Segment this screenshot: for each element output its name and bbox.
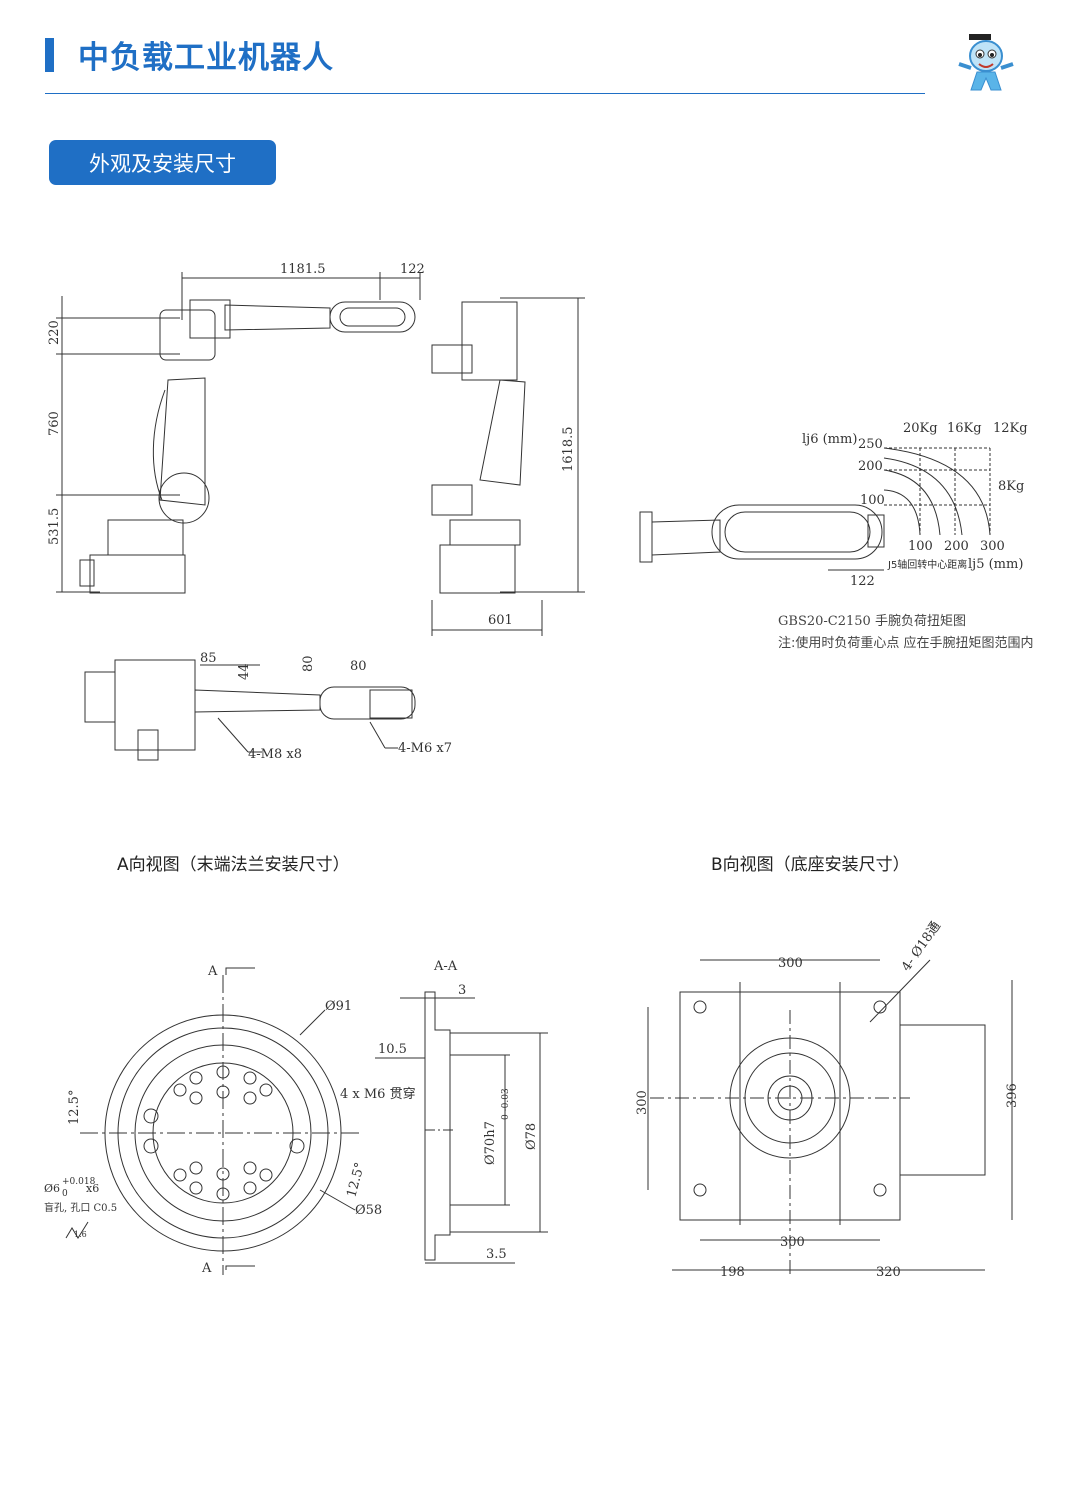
torque-y200: 200 xyxy=(858,459,883,474)
torque-note: 注:使用时负荷重心点 应在手腕扭矩图范围内 xyxy=(778,635,1034,651)
viewb-198: 198 xyxy=(720,1265,745,1280)
torque-x300: 300 xyxy=(980,539,1005,554)
torque-xlabel-cn: J5轴回转中心距离 xyxy=(887,558,967,571)
mascot-logo-icon xyxy=(958,34,1014,91)
header-accent-bar xyxy=(45,38,54,72)
viewa-m6: 4 x M6 贯穿 xyxy=(340,1086,416,1102)
viewa-rough: 1.6 xyxy=(74,1230,87,1239)
torque-8kg: 8Kg xyxy=(998,479,1024,494)
page-title: 中负载工业机器人 xyxy=(78,40,334,76)
viewa-pin: Ø6 xyxy=(44,1182,60,1195)
dim-top-44: 44 xyxy=(237,663,252,680)
dim-wrist: 122 xyxy=(400,262,425,277)
dim-531: 531.5 xyxy=(47,508,62,545)
view-b-base: 300 300 300 396 198 320 4- Ø18通 xyxy=(635,919,1020,1280)
viewa-d58: Ø58 xyxy=(355,1203,382,1218)
robot-side-view: 1181.5 122 220 760 531.5 xyxy=(47,262,425,594)
viewb-right396: 396 xyxy=(1005,1083,1020,1108)
viewa-section: A-A xyxy=(433,959,458,974)
torque-caption: GBS20-C2150 手腕负荷扭矩图 xyxy=(778,613,966,629)
torque-y250: 250 xyxy=(858,437,883,452)
viewa-d3: 3 xyxy=(458,983,466,998)
robot-top-view: 85 44 80 80 4-M8 x8 4-M6 x7 xyxy=(84,651,452,762)
torque-x100: 100 xyxy=(908,539,933,554)
view-a-caption: A向视图（末端法兰安装尺寸） xyxy=(117,855,350,875)
dim-height: 1618.5 xyxy=(561,427,576,473)
viewb-bot300: 300 xyxy=(780,1235,805,1250)
torque-ylabel: lj6 (mm) xyxy=(802,432,857,447)
view-a-flange: A A Ø91 4 x M6 贯穿 12.5° 12.5° Ø58 Ø6 +0.… xyxy=(44,959,548,1276)
viewb-holes: 4- Ø18通 xyxy=(899,919,944,974)
viewa-a-top: A xyxy=(207,964,218,979)
dim-top-85: 85 xyxy=(200,651,217,666)
torque-122: 122 xyxy=(850,574,875,589)
viewa-pin-tol: +0.018 xyxy=(62,1177,96,1187)
torque-y100: 100 xyxy=(860,493,885,508)
viewa-pin-qty: x6 xyxy=(86,1182,99,1195)
viewa-ang1: 12.5° xyxy=(67,1090,82,1125)
header-divider xyxy=(45,93,925,94)
dim-760: 760 xyxy=(47,411,62,436)
torque-12kg: 12Kg xyxy=(993,421,1028,436)
viewa-d3-5: 3.5 xyxy=(486,1247,507,1262)
viewa-a-bot: A xyxy=(201,1261,212,1276)
viewa-ang2: 12.5° xyxy=(344,1161,368,1199)
section-label: 外观及安装尺寸 xyxy=(49,140,276,185)
view-b-caption: B向视图（底座安装尺寸） xyxy=(711,855,910,875)
dim-top-80b: 80 xyxy=(350,659,367,674)
viewa-pin-tol0: 0 xyxy=(62,1189,68,1199)
viewa-d78: Ø78 xyxy=(524,1123,539,1150)
label-m6: 4-M6 x7 xyxy=(398,741,452,756)
viewa-d91: Ø91 xyxy=(325,999,352,1014)
dim-220: 220 xyxy=(47,320,62,345)
torque-20kg: 20Kg xyxy=(903,421,938,436)
viewa-d10-5: 10.5 xyxy=(378,1042,407,1057)
wrist-torque-chart: lj6 (mm) 250 200 100 20Kg 16Kg 12Kg 8Kg … xyxy=(639,421,1034,651)
viewb-320: 320 xyxy=(876,1265,901,1280)
torque-x200: 200 xyxy=(944,539,969,554)
robot-front-view: 1618.5 601 xyxy=(431,297,585,636)
viewa-d70: Ø70h7 xyxy=(483,1121,498,1165)
dim-reach: 1181.5 xyxy=(280,262,326,277)
dim-top-80a: 80 xyxy=(301,655,316,672)
viewa-pin-note: 盲孔, 孔口 C0.5 xyxy=(44,1201,117,1214)
viewa-d70-tol: 0 -0.03 xyxy=(501,1088,511,1120)
label-m8: 4-M8 x8 xyxy=(248,747,302,762)
dim-depth: 601 xyxy=(488,613,513,628)
torque-16kg: 16Kg xyxy=(947,421,982,436)
viewb-left300: 300 xyxy=(635,1090,650,1115)
viewb-top300: 300 xyxy=(778,956,803,971)
torque-xlabel: lj5 (mm) xyxy=(968,557,1023,572)
